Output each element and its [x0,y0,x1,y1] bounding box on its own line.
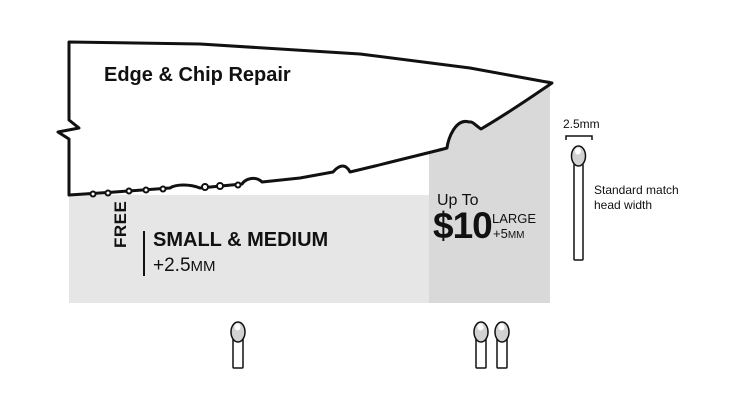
knife-blade-icon [56,40,554,197]
paid-tier-size-unit: MM [507,230,525,241]
free-tier-size: +2.5MM [153,255,216,277]
reference-description-line2: head width [594,198,653,212]
double-match-icon [473,321,510,369]
reference-match-icon [565,135,593,261]
paid-tier-price: $10 [433,205,493,246]
free-tier-size-value: +2.5 [153,255,191,276]
reference-size-label: 2.5mm [563,117,600,131]
free-zone [69,195,429,303]
paid-tier-prefix: Up To [437,192,479,209]
reference-description-line1: Standard match [594,183,679,197]
free-tier-size-unit: MM [190,258,216,275]
free-badge: FREE [111,200,130,248]
tier-divider [143,231,145,276]
free-tier-name: SMALL & MEDIUM [153,229,329,251]
match-icon [230,321,246,369]
page-title: Edge & Chip Repair [104,64,291,86]
paid-tier-name: LARGE [492,211,537,226]
paid-tier-size-value: +5 [493,226,508,241]
edge-chips [89,181,242,198]
paid-tier-size: +5MM [493,226,525,241]
